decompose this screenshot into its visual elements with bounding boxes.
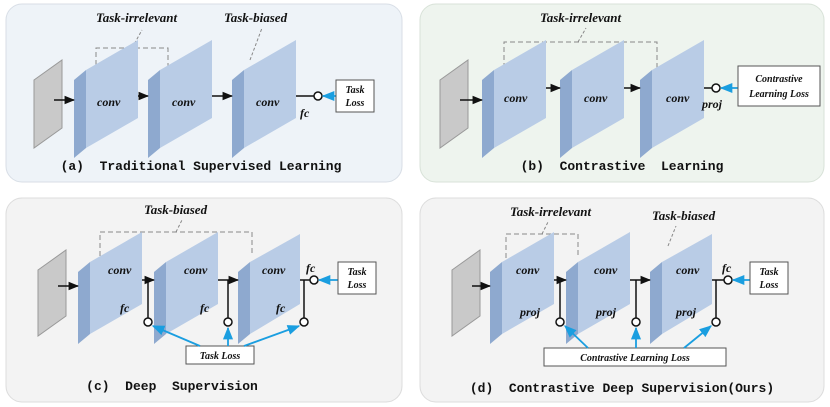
conv-label: conv bbox=[184, 263, 208, 277]
contrastive-loss-box bbox=[737, 65, 821, 107]
conv-label: conv bbox=[262, 263, 286, 277]
task-loss-line2: Loss bbox=[759, 280, 779, 291]
branch-node bbox=[631, 317, 641, 327]
caption-d: (d) Contrastive Deep Supervision(Ours) bbox=[470, 381, 774, 396]
branch-proj-label: proj bbox=[595, 305, 617, 319]
task-loss-line1: Task bbox=[345, 85, 364, 96]
input-image-plate bbox=[439, 59, 469, 149]
shared-contrastive-loss-label: Contrastive Learning Loss bbox=[580, 353, 690, 364]
conv-block bbox=[154, 232, 218, 344]
annotation-leader bbox=[131, 29, 143, 49]
fc-label: fc bbox=[300, 106, 310, 120]
shared-task-loss-label: Task Loss bbox=[200, 351, 241, 362]
conv-label: conv bbox=[97, 95, 121, 109]
caption-c: (c) Deep Supervision bbox=[86, 379, 258, 394]
task-loss-line1: Task bbox=[347, 267, 366, 278]
panel-c: Task-biased Task Loss Task Loss bbox=[5, 197, 403, 403]
loss-arrow bbox=[243, 325, 301, 347]
conv-block bbox=[238, 234, 300, 344]
task-loss-line1: Task bbox=[759, 267, 778, 278]
loss-arrow bbox=[564, 325, 589, 349]
conv-label: conv bbox=[676, 263, 700, 277]
branch-node bbox=[555, 317, 565, 327]
conv-label: conv bbox=[256, 95, 280, 109]
task-loss-line2: Loss bbox=[347, 280, 367, 291]
panel-d: Task-irrelevant Task-biased Task Loss bbox=[419, 197, 825, 403]
caption-a: (a) Traditional Supervised Learning bbox=[61, 159, 342, 174]
annotation-task-irrelevant: Task-irrelevant bbox=[510, 204, 592, 219]
shared-contrastive-loss-box bbox=[543, 347, 727, 367]
branch-node bbox=[223, 317, 233, 327]
caption-b: (b) Contrastive Learning bbox=[521, 159, 724, 174]
task-loss-line2: Loss bbox=[345, 98, 365, 109]
annotation-task-biased: Task-biased bbox=[144, 202, 208, 217]
branch-proj-label: proj bbox=[675, 305, 697, 319]
conv-block bbox=[566, 232, 630, 344]
contrastive-loss-line2: Learning Loss bbox=[748, 89, 809, 100]
output-node bbox=[723, 275, 733, 285]
annotation-leader bbox=[249, 27, 263, 61]
branch-node bbox=[299, 317, 309, 327]
conv-block bbox=[74, 40, 138, 158]
task-irrelevant-bracket bbox=[503, 41, 658, 68]
contrastive-loss-line1: Contrastive bbox=[755, 74, 803, 85]
conv-label: conv bbox=[584, 91, 608, 105]
conv-label: conv bbox=[108, 263, 132, 277]
task-loss-box bbox=[335, 79, 375, 113]
proj-label: proj bbox=[701, 97, 723, 111]
conv-label: conv bbox=[172, 95, 196, 109]
branch-node bbox=[143, 317, 153, 327]
branch-fc-label: fc bbox=[200, 301, 210, 315]
annotation-leader bbox=[541, 221, 549, 235]
annotation-leader bbox=[175, 219, 183, 233]
input-image-plate bbox=[33, 59, 63, 149]
conv-block bbox=[482, 40, 546, 158]
output-node bbox=[313, 91, 323, 101]
conv-label: conv bbox=[666, 91, 690, 105]
input-image-plate bbox=[451, 249, 481, 337]
branch-node bbox=[711, 317, 721, 327]
annotation-task-biased: Task-biased bbox=[652, 208, 716, 223]
loss-arrow bbox=[151, 325, 201, 347]
task-loss-box bbox=[749, 261, 789, 295]
fc-label: fc bbox=[306, 261, 316, 275]
input-image-plate bbox=[37, 249, 67, 337]
conv-block bbox=[148, 40, 212, 158]
output-node bbox=[711, 83, 721, 93]
loss-arrow bbox=[683, 325, 712, 349]
conv-block bbox=[650, 234, 712, 344]
branch-proj-label: proj bbox=[519, 305, 541, 319]
conv-block bbox=[560, 40, 624, 158]
conv-block bbox=[232, 40, 296, 158]
conv-block bbox=[78, 232, 142, 344]
conv-label: conv bbox=[516, 263, 540, 277]
branch-fc-label: fc bbox=[276, 301, 286, 315]
conv-label: conv bbox=[504, 91, 528, 105]
conv-block bbox=[640, 40, 704, 158]
annotation-task-irrelevant: Task-irrelevant bbox=[540, 10, 622, 25]
output-node bbox=[309, 275, 319, 285]
shared-task-loss-box bbox=[185, 345, 255, 365]
panel-a: Task-irrelevant Task-biased Task Loss co… bbox=[5, 3, 403, 183]
branch-fc-label: fc bbox=[120, 301, 130, 315]
annotation-task-biased: Task-biased bbox=[224, 10, 288, 25]
annotation-leader bbox=[577, 27, 587, 43]
fc-label: fc bbox=[722, 261, 732, 275]
annotation-leader bbox=[667, 225, 677, 247]
conv-block bbox=[490, 232, 554, 344]
task-loss-box bbox=[337, 261, 377, 295]
annotation-task-irrelevant: Task-irrelevant bbox=[96, 10, 178, 25]
conv-label: conv bbox=[594, 263, 618, 277]
panel-b: Task-irrelevant Contrastive Learning Los… bbox=[419, 3, 825, 183]
